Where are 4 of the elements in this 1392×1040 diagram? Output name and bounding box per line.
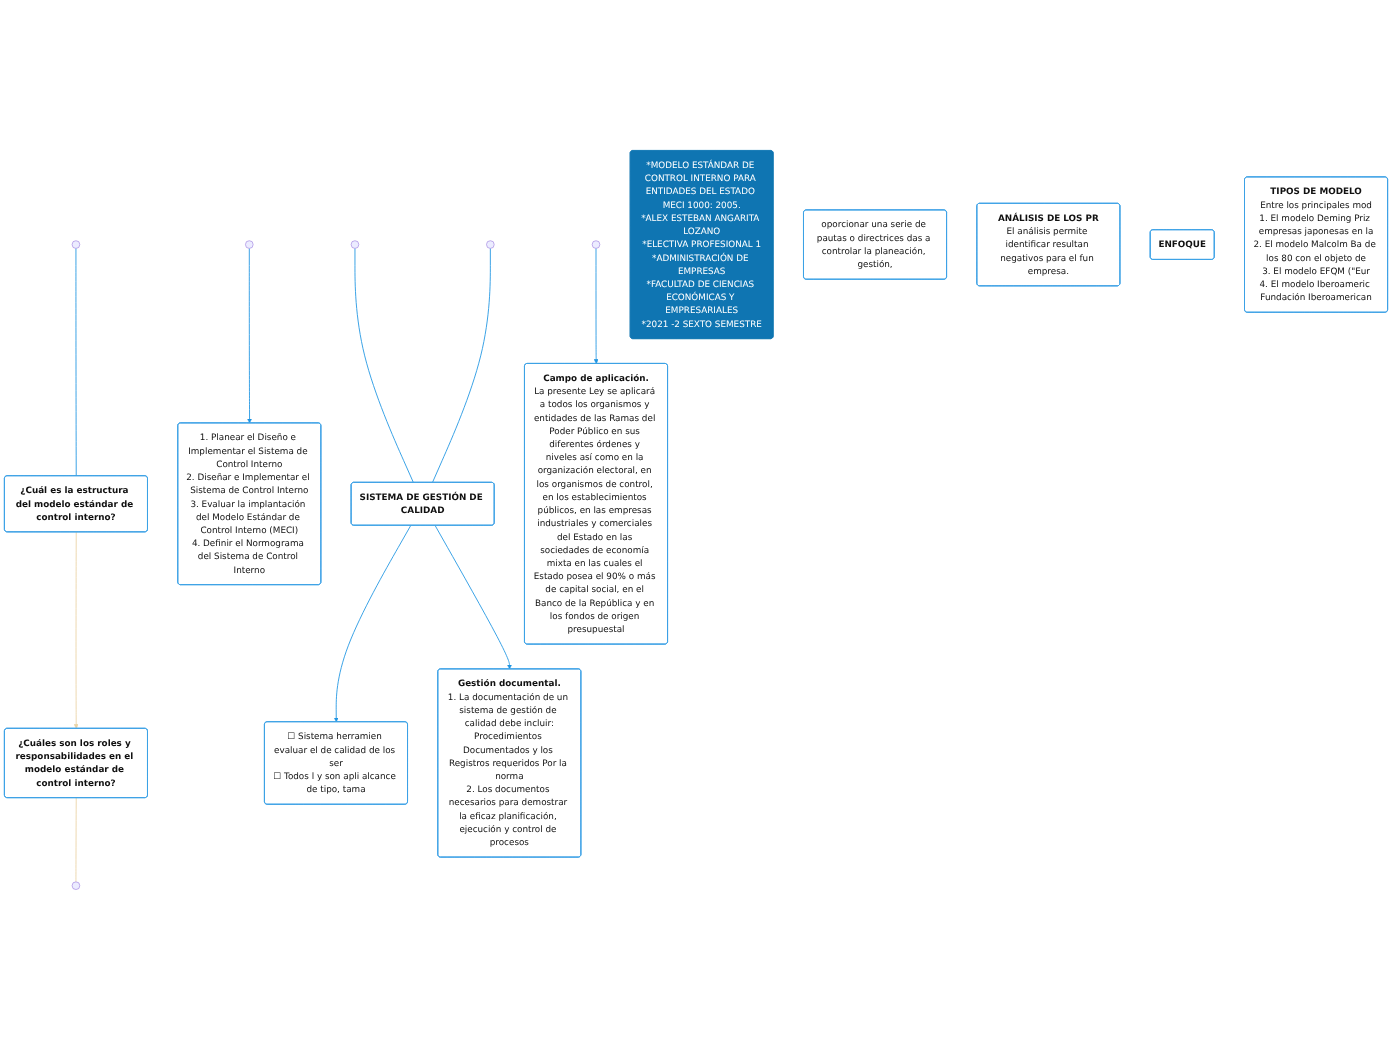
connector [75,247,77,477]
connector [432,247,491,483]
connector [75,797,77,883]
connector [354,247,414,483]
